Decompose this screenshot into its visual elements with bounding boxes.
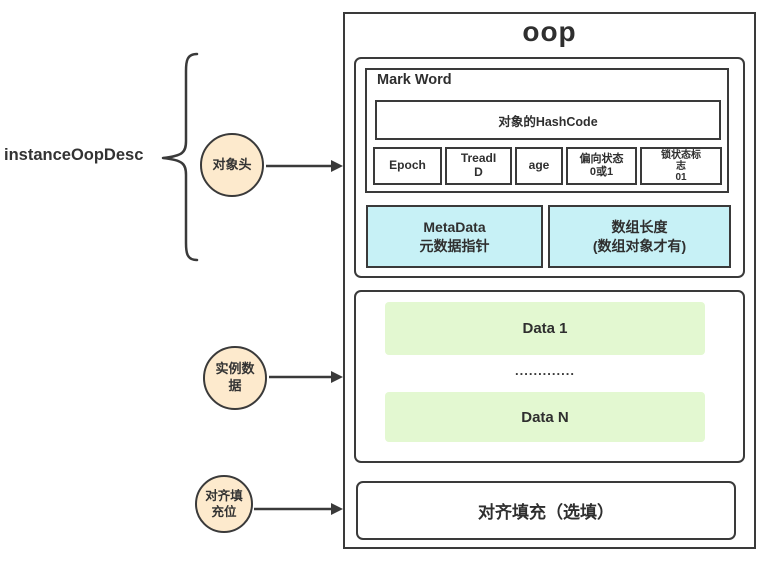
data-ellipsis: ............. (515, 362, 575, 378)
arrow-instance-data (269, 371, 343, 383)
metadata-pointer-box: MetaData 元数据指针 (366, 205, 543, 268)
array-length-box: 数组长度 (数组对象才有) (548, 205, 731, 268)
field-lock-flag: 锁状态标 志 01 (640, 147, 722, 185)
padding-badge: 对齐填 充位 (195, 475, 253, 533)
field-bias-state: 偏向状态 0或1 (566, 147, 637, 185)
instance-oop-desc-label: instanceOopDesc (4, 146, 144, 164)
data-1-box: Data 1 (385, 302, 705, 355)
arrow-object-header (266, 160, 343, 172)
arrow-padding (254, 503, 343, 515)
field-thread-id: TreadI D (445, 147, 512, 185)
field-epoch: Epoch (373, 147, 442, 185)
data-n-box: Data N (385, 392, 705, 442)
hashcode-box: 对象的HashCode (375, 100, 721, 140)
mark-word-title: Mark Word (377, 72, 452, 88)
mark-word-fields-row: Epoch TreadI D age 偏向状态 0或1 锁状态标 志 01 (373, 147, 725, 185)
curly-brace (161, 52, 199, 262)
object-header-badge: 对象头 (200, 133, 264, 197)
oop-title: oop (522, 16, 577, 47)
padding-section: 对齐填充（选填） (356, 481, 736, 540)
field-age: age (515, 147, 563, 185)
instance-data-badge: 实例数 据 (203, 346, 267, 410)
